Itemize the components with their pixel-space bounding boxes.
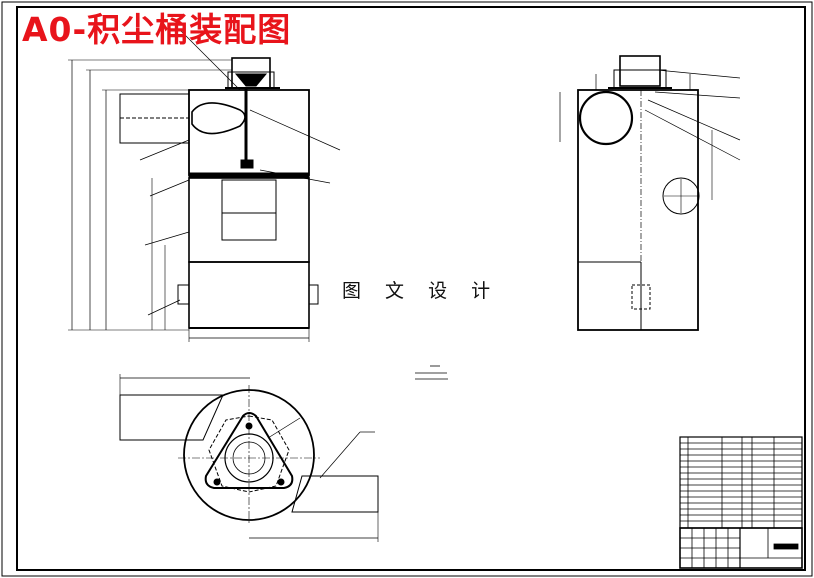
side-view — [559, 55, 741, 331]
title-block — [679, 527, 803, 569]
inner-frame — [16, 6, 806, 571]
watermark-text: 图 文 设 计 — [340, 276, 502, 303]
drawing-title: A0-积尘桶装配图 — [22, 10, 292, 49]
front-view — [68, 29, 341, 342]
top-view — [119, 374, 379, 542]
technical-notes — [415, 365, 448, 380]
parts-list-table — [679, 436, 803, 529]
